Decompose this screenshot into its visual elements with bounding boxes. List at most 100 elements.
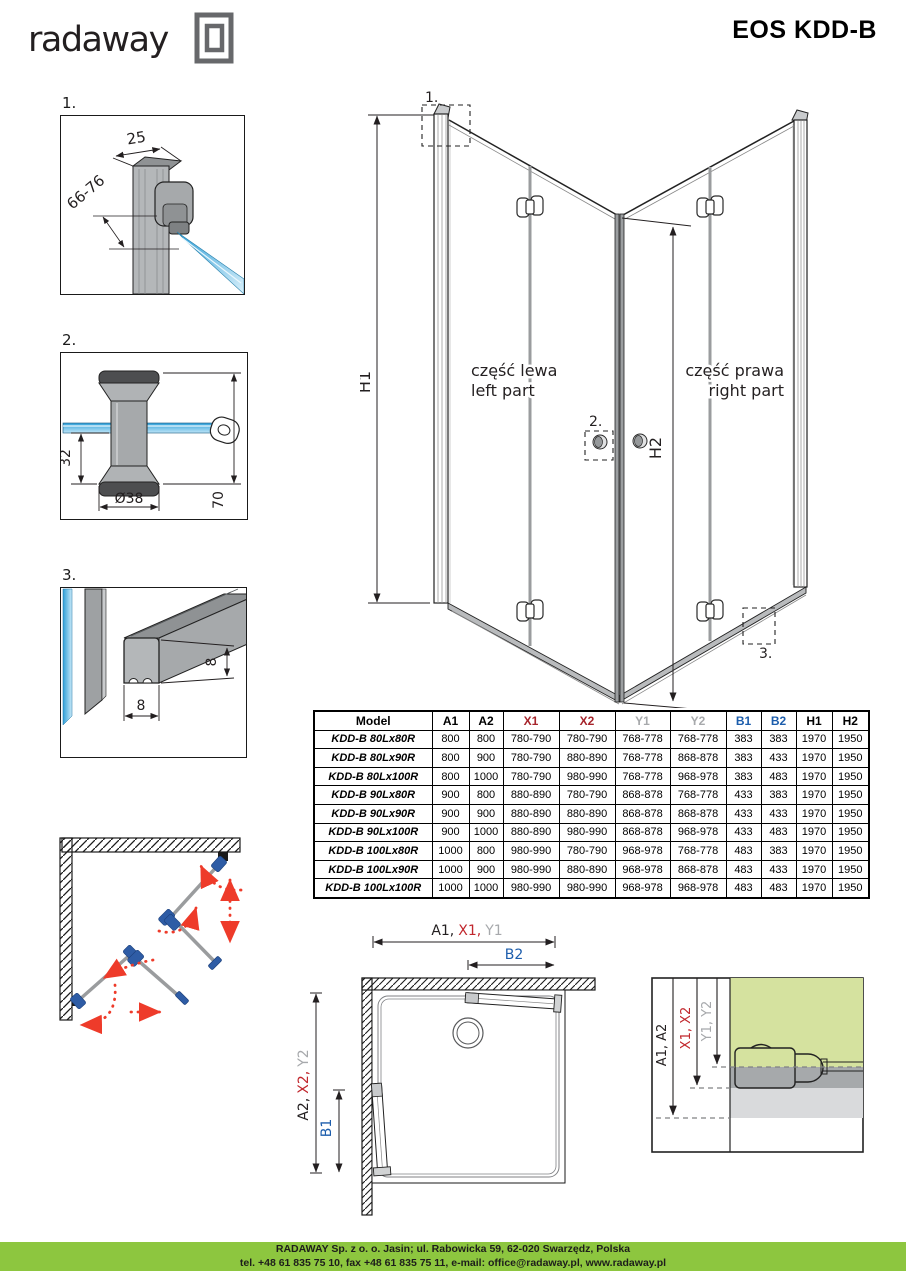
dim-32-label: 32 xyxy=(61,449,74,467)
value-cell: 768-778 xyxy=(669,729,727,750)
fold-direction-arrows xyxy=(79,864,243,1035)
value-cell: 1970 xyxy=(795,841,833,861)
detail-1-label: 1. xyxy=(62,94,77,112)
model-cell: KDD-B 100Lx90R xyxy=(313,859,433,880)
value-cell: 880-890 xyxy=(502,785,560,805)
value-cell: 780-790 xyxy=(558,841,616,861)
corner-y-label: Y1, Y2 xyxy=(700,1001,715,1043)
value-cell: 483 xyxy=(725,878,762,899)
detail-1-drawing: 25 66-76 xyxy=(63,128,245,295)
value-cell: 900 xyxy=(431,785,470,805)
value-cell: 483 xyxy=(725,841,762,861)
value-cell: 1950 xyxy=(831,878,870,899)
layer-bands xyxy=(729,978,863,1152)
value-cell: 800 xyxy=(431,729,470,750)
value-cell: 980-990 xyxy=(558,822,616,843)
column-header: Model xyxy=(313,710,433,731)
model-cell: KDD-B 90Lx80R xyxy=(313,785,433,805)
value-cell: 1970 xyxy=(795,748,833,768)
column-header: A1 xyxy=(431,710,470,731)
dim-h2-label: H2 xyxy=(646,437,665,459)
value-cell: 1000 xyxy=(468,766,504,787)
dim-25-label: 25 xyxy=(125,128,147,149)
value-cell: 433 xyxy=(725,822,762,843)
value-cell: 433 xyxy=(760,803,797,824)
callout-1: 1. xyxy=(425,90,438,106)
value-cell: 1000 xyxy=(431,878,470,899)
value-cell: 800 xyxy=(468,785,504,805)
dim-70 xyxy=(163,372,241,485)
value-cell: 768-778 xyxy=(614,748,671,768)
left-door xyxy=(447,119,620,705)
plan-b1-label: B1 xyxy=(319,1119,335,1138)
value-cell: 780-790 xyxy=(502,766,560,787)
model-cell: KDD-B 80Lx100R xyxy=(313,766,433,787)
model-cell: KDD-B 100Lx80R xyxy=(313,841,433,861)
value-cell: 1000 xyxy=(431,859,470,880)
column-header: H1 xyxy=(795,710,833,731)
dim-d38-label: Ø38 xyxy=(115,491,144,507)
value-cell: 1970 xyxy=(795,822,833,843)
value-cell: 433 xyxy=(760,748,797,768)
right-part-label-pl: część prawa xyxy=(685,361,784,380)
value-cell: 1950 xyxy=(831,841,870,861)
reference-dashed-lines xyxy=(656,1066,863,1119)
dim-h2 xyxy=(621,217,692,708)
detail-1-box: 25 66-76 xyxy=(60,115,245,295)
corner-x-label: X1, X2 xyxy=(679,1007,694,1050)
value-cell: 1970 xyxy=(795,859,833,880)
value-cell: 483 xyxy=(760,878,797,899)
value-cell: 880-890 xyxy=(502,822,560,843)
dim-66-76 xyxy=(93,215,179,250)
spec-table: Model A1 A2 X1 X2 Y1 Y2 B1 B2 H1 H2 KDD-… xyxy=(313,710,870,899)
radaway-logo: radaway xyxy=(28,12,234,64)
wall-bracket xyxy=(218,852,228,861)
column-header: Y2 xyxy=(669,710,727,731)
value-cell: 800 xyxy=(431,766,470,787)
value-cell: 968-978 xyxy=(669,766,727,787)
column-header: Y1 xyxy=(614,710,671,731)
value-cell: 768-778 xyxy=(669,785,727,805)
detail-2-label: 2. xyxy=(62,331,77,349)
model-cell: KDD-B 80Lx90R xyxy=(313,748,433,768)
dim-70-label: 70 xyxy=(211,491,227,509)
value-cell: 1950 xyxy=(831,803,870,824)
plan-view: A1,X1,Y1 B2 xyxy=(296,923,596,1216)
dim-b2 xyxy=(467,960,555,970)
drain xyxy=(452,1017,484,1049)
value-cell: 768-778 xyxy=(614,729,671,750)
value-cell: 768-778 xyxy=(614,766,671,787)
right-wall-profile xyxy=(791,109,809,588)
column-header: X2 xyxy=(558,710,616,731)
detail-2-box: 32 Ø38 70 xyxy=(58,352,248,520)
glass-pane xyxy=(176,231,245,295)
value-cell: 1950 xyxy=(831,748,870,768)
value-cell: 900 xyxy=(431,822,470,843)
value-cell: 968-978 xyxy=(614,878,671,899)
value-cell: 1950 xyxy=(831,822,870,843)
callout-boxes xyxy=(421,104,776,645)
page-title: EOS KDD-B xyxy=(732,16,877,44)
folded-door-top xyxy=(464,992,563,1013)
value-cell: 980-990 xyxy=(502,859,560,880)
value-cell: 780-790 xyxy=(502,748,560,768)
dim-8w-label: 8 xyxy=(137,698,146,714)
value-cell: 383 xyxy=(725,748,762,768)
main-elevation-drawing: H1 xyxy=(360,90,809,708)
value-cell: 433 xyxy=(725,785,762,805)
right-part-label-en: right part xyxy=(709,381,785,400)
value-cell: 968-978 xyxy=(614,859,671,880)
value-cell: 868-878 xyxy=(669,748,727,768)
value-cell: 900 xyxy=(468,859,504,880)
value-cell: 868-878 xyxy=(669,803,727,824)
left-wall-profile xyxy=(433,103,451,604)
folded-door-left xyxy=(371,1082,392,1177)
value-cell: 1970 xyxy=(795,766,833,787)
model-cell: KDD-B 90Lx90R xyxy=(313,803,433,824)
dim-66-76-label: 66-76 xyxy=(63,171,108,213)
detail-3-box: 8 8 xyxy=(60,587,260,758)
value-cell: 383 xyxy=(725,766,762,787)
